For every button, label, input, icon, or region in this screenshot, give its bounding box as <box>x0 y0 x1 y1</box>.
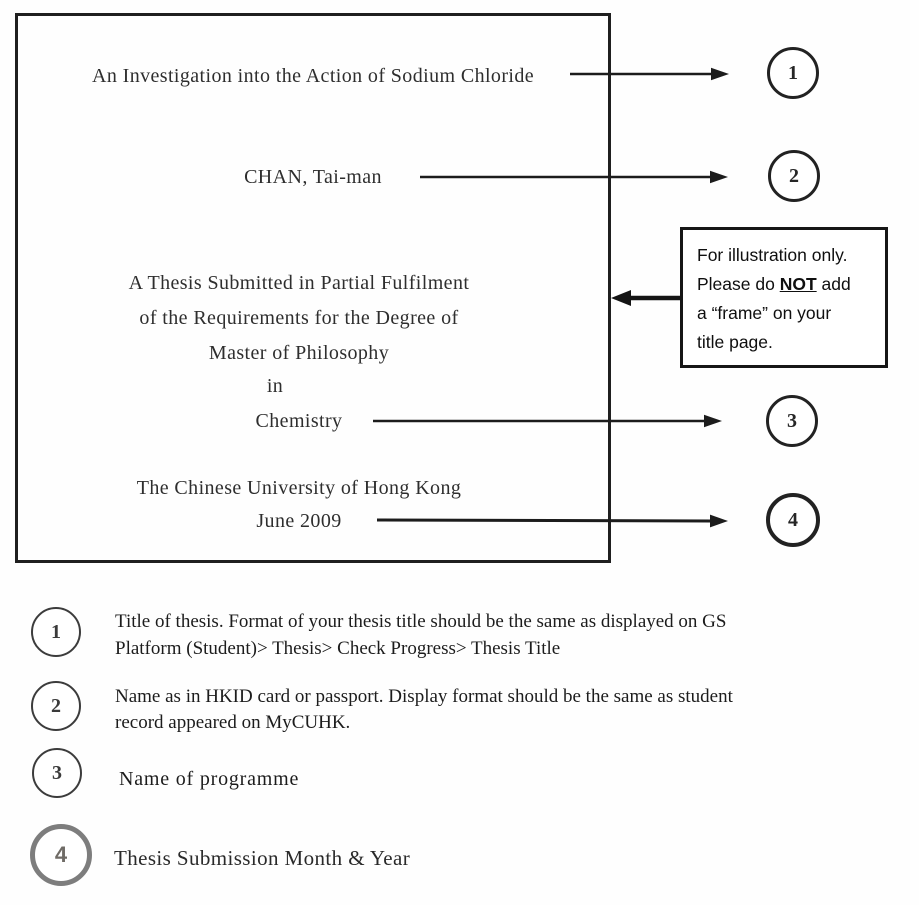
legend-circle-3: 3 <box>32 748 82 798</box>
legend-4-line-1: Thesis Submission Month & Year <box>114 846 411 870</box>
note-box: For illustration only. Please do NOT add… <box>680 227 888 368</box>
callout-number-4: 4 <box>788 508 798 531</box>
author-name-text: CHAN, Tai-man <box>244 166 382 188</box>
note-line-4: title page. <box>697 332 773 352</box>
callout-circle-3: 3 <box>766 395 818 447</box>
callout-circle-2: 2 <box>768 150 820 202</box>
statement-line-2: of the Requirements for the Degree of <box>139 307 459 329</box>
legend-text-1: Title of thesis. Format of your thesis t… <box>115 608 726 662</box>
note-emphasis: NOT <box>779 274 817 294</box>
legend-1-line-2: Platform (Student)> Thesis> Check Progre… <box>115 638 561 659</box>
statement-line-4: in <box>266 375 284 397</box>
title-page-frame <box>15 13 611 563</box>
legend-1-line-1: Title of thesis. Format of your thesis t… <box>115 611 727 632</box>
callout-number-1: 1 <box>788 61 798 84</box>
university-text: The Chinese University of Hong Kong <box>136 477 462 499</box>
legend-number-4: 4 <box>54 842 68 867</box>
legend-text-2: Name as in HKID card or passport. Displa… <box>115 684 733 736</box>
callout-circle-1: 1 <box>767 47 819 99</box>
legend-2-line-2: record appeared on MyCUHK. <box>115 712 351 733</box>
submission-date-text: June 2009 <box>256 510 342 532</box>
note-line-1: For illustration only. <box>697 245 848 265</box>
legend-circle-1: 1 <box>31 607 81 657</box>
note-arrow-icon <box>611 290 680 306</box>
thesis-title-text: An Investigation into the Action of Sodi… <box>91 65 535 87</box>
statement-line-3: Master of Philosophy <box>208 342 390 364</box>
legend-number-3: 3 <box>52 761 62 784</box>
programme-text: Chemistry <box>255 410 343 432</box>
statement-line-1: A Thesis Submitted in Partial Fulfilment <box>128 272 470 294</box>
callout-number-2: 2 <box>789 164 799 187</box>
legend-circle-2: 2 <box>31 681 81 731</box>
note-line-3: a “frame” on your <box>697 303 832 323</box>
legend-number-2: 2 <box>51 694 61 717</box>
note-line-2: Please do NOT add <box>697 274 851 294</box>
callout-number-3: 3 <box>787 409 797 432</box>
callout-circle-4: 4 <box>766 493 820 547</box>
legend-text-3: Name of programme <box>119 766 299 793</box>
legend-text-4: Thesis Submission Month & Year <box>114 845 410 872</box>
legend-2-line-1: Name as in HKID card or passport. Displa… <box>115 686 733 707</box>
legend-circle-4: 4 <box>30 824 92 886</box>
legend-3-line-1: Name of programme <box>119 768 300 790</box>
legend-number-1: 1 <box>51 620 61 643</box>
